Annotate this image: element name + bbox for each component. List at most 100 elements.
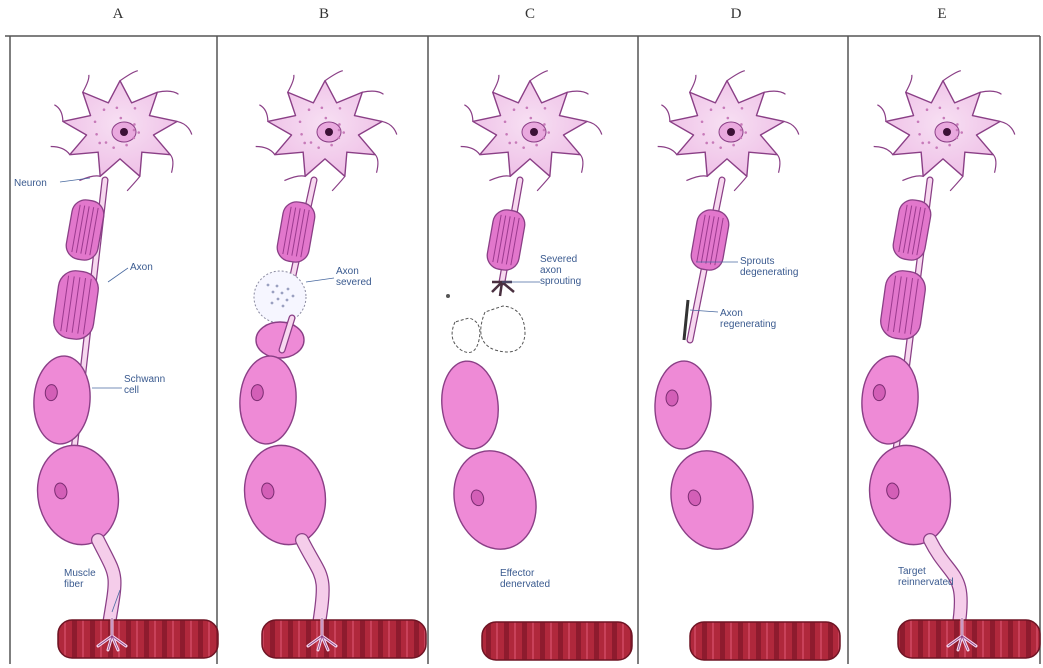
nissl-speckle xyxy=(112,146,115,149)
dendrite xyxy=(375,155,378,173)
nissl-speckle xyxy=(522,146,525,149)
dendrite xyxy=(784,121,799,134)
dendrite xyxy=(580,155,583,173)
leader-line xyxy=(306,278,334,282)
nucleolus xyxy=(120,128,128,136)
label-neuron: Neuron xyxy=(14,178,47,189)
nissl-speckle xyxy=(125,144,128,147)
nissl-speckle xyxy=(317,146,320,149)
nissl-speckle xyxy=(338,137,341,140)
dendrite xyxy=(530,71,548,81)
schwann-cell xyxy=(237,354,299,446)
nissl-speckle xyxy=(98,142,101,145)
dendrite xyxy=(177,121,192,134)
nissl-speckle xyxy=(515,141,518,144)
muscle-fiber xyxy=(262,620,426,658)
schwann-nucleus xyxy=(666,390,679,406)
debris-dot xyxy=(276,285,279,288)
nissl-speckle xyxy=(702,133,705,136)
nissl-speckle xyxy=(342,131,345,134)
dendrite xyxy=(54,105,62,122)
schwann-body xyxy=(235,438,334,552)
nucleolus xyxy=(530,128,538,136)
nissl-speckle xyxy=(505,133,508,136)
debris-dot xyxy=(292,295,295,298)
schwann-body xyxy=(659,440,766,560)
nissl-speckle xyxy=(960,131,963,134)
dendrite xyxy=(686,176,707,181)
dendrite xyxy=(256,147,275,155)
nissl-speckle xyxy=(928,141,931,144)
nissl-speckle xyxy=(547,131,550,134)
debris-dot xyxy=(282,305,285,308)
label-axon: Axon xyxy=(130,262,153,273)
nissl-speckle xyxy=(740,123,743,126)
dendrite xyxy=(120,71,138,81)
dendrite xyxy=(950,176,963,191)
schwann-cell xyxy=(860,438,959,552)
dendrite xyxy=(461,147,480,155)
nissl-speckle xyxy=(543,123,546,126)
dendrite xyxy=(332,176,345,191)
dendrite xyxy=(877,105,885,122)
dendrite xyxy=(537,176,550,191)
nissl-speckle xyxy=(744,131,747,134)
panel-a xyxy=(28,71,218,658)
nissl-speckle xyxy=(710,108,713,111)
label-target-reinnervated: Target reinnervated xyxy=(898,566,954,588)
debris-dot xyxy=(446,294,450,298)
myelin-sheath xyxy=(51,269,100,342)
nissl-speckle xyxy=(105,141,108,144)
nissl-speckle xyxy=(303,142,306,145)
schwann-body xyxy=(28,438,127,552)
dendrite xyxy=(362,91,383,94)
nucleolus xyxy=(727,128,735,136)
dendrite xyxy=(993,155,996,173)
nissl-speckle xyxy=(310,141,313,144)
severed-gap xyxy=(254,271,306,323)
dendrite xyxy=(727,71,745,81)
nissl-speckle xyxy=(543,137,546,140)
dendrite xyxy=(587,121,602,134)
muscle-fiber xyxy=(482,622,632,660)
nissl-speckle xyxy=(530,117,533,120)
nissl-speckle xyxy=(956,123,959,126)
nissl-speckle xyxy=(543,129,546,132)
nissl-speckle xyxy=(133,123,136,126)
debris-dot xyxy=(281,292,284,295)
dendrite xyxy=(83,75,89,92)
nissl-speckle xyxy=(325,117,328,120)
dendrite xyxy=(943,71,961,81)
dendrite xyxy=(157,91,178,94)
nucleolus xyxy=(325,128,333,136)
myelin-sheath xyxy=(878,269,927,342)
nissl-speckle xyxy=(133,137,136,140)
nissl-speckle xyxy=(732,144,735,147)
nissl-speckle xyxy=(508,142,511,145)
regenerating-axon-tip xyxy=(684,300,688,340)
dendrite xyxy=(874,147,893,155)
nissl-speckle xyxy=(134,107,137,110)
label-effector-denervated: Effector denervated xyxy=(500,568,550,590)
nissl-speckle xyxy=(544,107,547,110)
schwann-body xyxy=(653,360,712,450)
dendrite xyxy=(51,147,70,155)
label-axon-regenerating: Axon regenerating xyxy=(720,308,776,330)
dendrite xyxy=(127,176,140,191)
dendrite xyxy=(288,75,294,92)
dendrite xyxy=(902,176,923,181)
nissl-speckle xyxy=(95,133,98,136)
dendrite xyxy=(325,71,343,81)
nissl-speckle xyxy=(120,117,123,120)
myelin-sheath xyxy=(485,208,527,273)
schwann-body xyxy=(859,354,921,446)
debris-dot xyxy=(277,298,280,301)
nissl-speckle xyxy=(308,108,311,111)
nissl-speckle xyxy=(504,120,507,123)
nissl-speckle xyxy=(935,146,938,149)
panel-b xyxy=(235,71,426,658)
dendrite xyxy=(777,155,780,173)
nissl-speckle xyxy=(701,120,704,123)
nissl-speckle xyxy=(740,129,743,132)
nissl-speckle xyxy=(741,107,744,110)
